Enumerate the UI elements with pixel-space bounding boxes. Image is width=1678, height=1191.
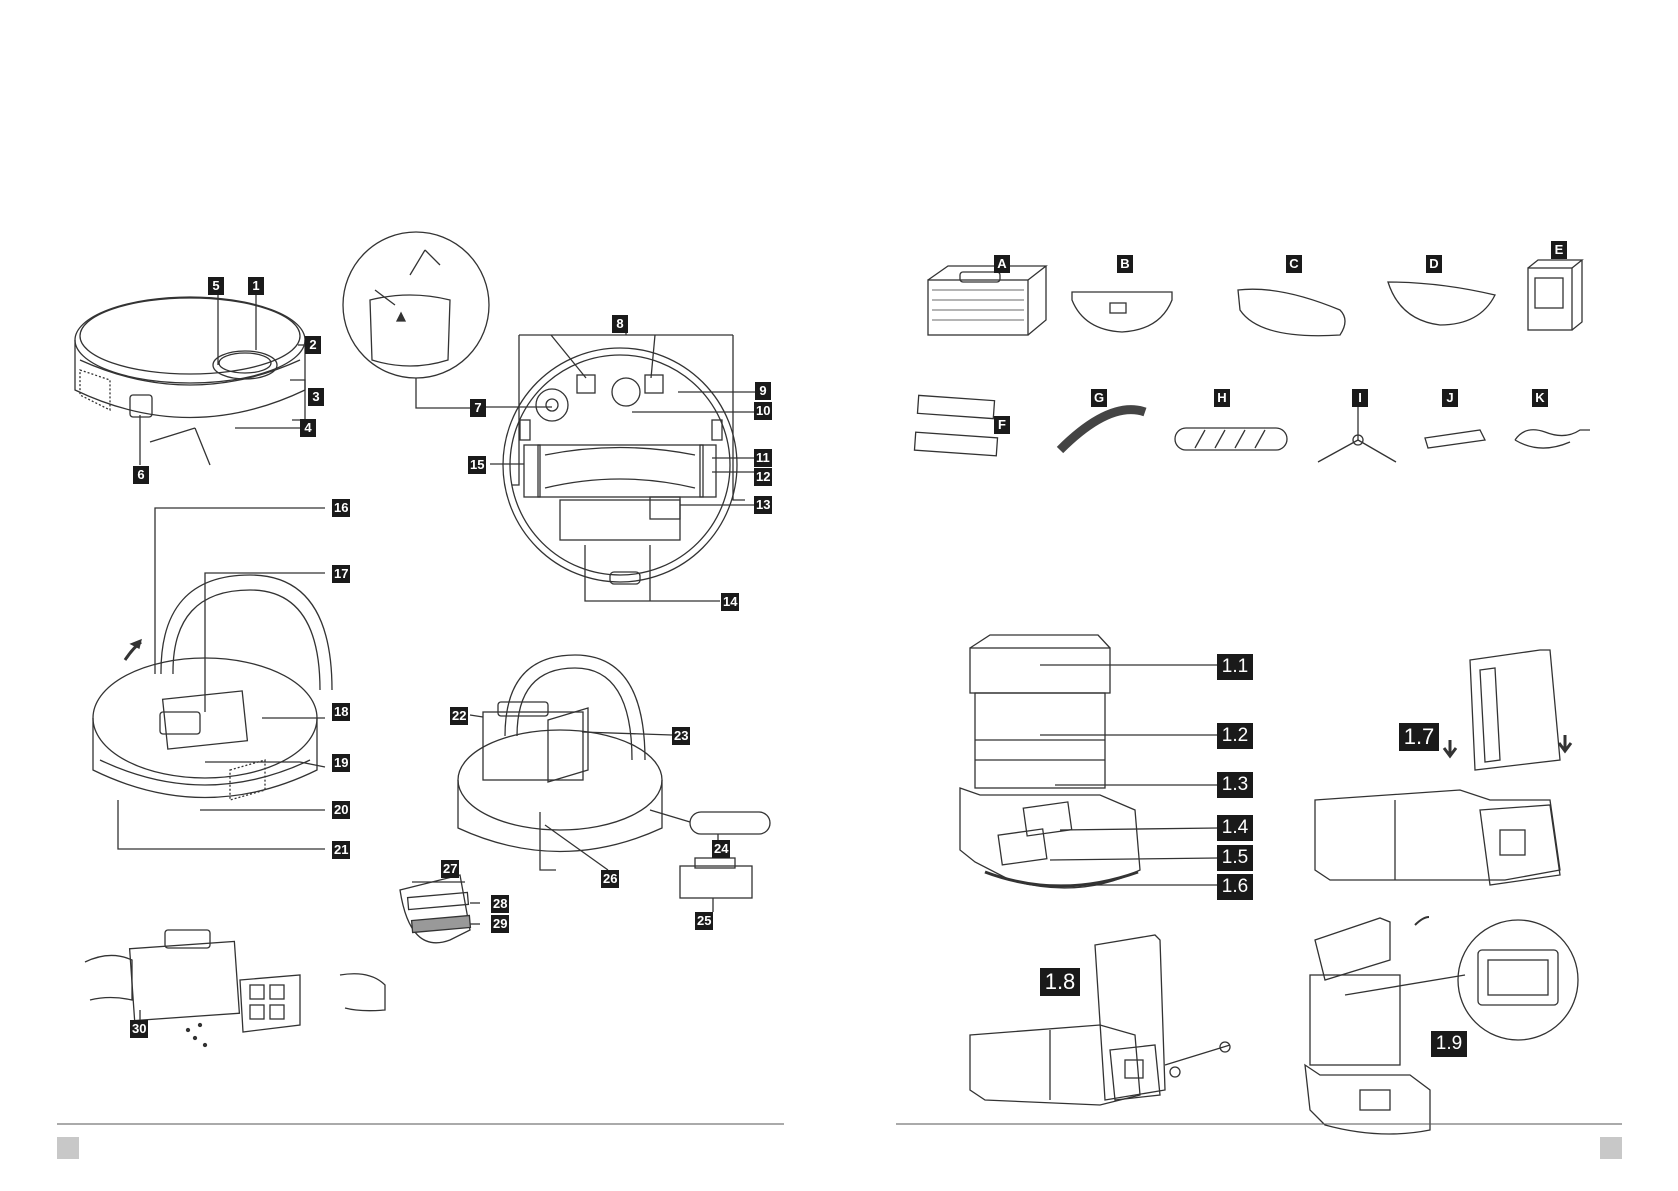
accessory-D-mop-cloth [1388, 282, 1495, 325]
label-1: 1 [248, 277, 264, 295]
page-number-box-left [57, 1137, 79, 1159]
label-1-3: 1.3 [1217, 772, 1253, 798]
label-5: 5 [208, 277, 224, 295]
label-9: 9 [755, 382, 771, 400]
accessory-F-filters [914, 395, 997, 455]
label-25: 25 [695, 912, 713, 930]
label-27: 27 [441, 860, 459, 878]
docking-station-front [960, 635, 1140, 888]
label-A: A [994, 255, 1010, 273]
label-8: 8 [612, 315, 628, 333]
label-11: 11 [754, 449, 772, 467]
label-1-7: 1.7 [1399, 723, 1439, 751]
accessory-H-roller [1175, 428, 1287, 450]
label-1-2: 1.2 [1217, 723, 1253, 749]
robot-bottom-view [503, 348, 737, 584]
label-7: 7 [470, 399, 486, 417]
accessory-B-mop-holder [1072, 292, 1172, 332]
accessory-C-mop-plate [1238, 289, 1345, 336]
label-12: 12 [754, 468, 772, 486]
label-H: H [1214, 389, 1230, 407]
accessory-K-power-cable [1515, 430, 1590, 448]
label-D: D [1426, 255, 1442, 273]
label-K: K [1532, 389, 1548, 407]
accessory-E-dust-bag [1528, 260, 1582, 330]
label-10: 10 [754, 402, 772, 420]
label-J: J [1442, 389, 1458, 407]
label-14: 14 [721, 593, 739, 611]
robot-top-view [75, 297, 305, 465]
label-F: F [994, 416, 1010, 434]
label-B: B [1117, 255, 1133, 273]
label-3: 3 [308, 388, 324, 406]
accessory-A-dustbin [928, 266, 1046, 335]
label-18: 18 [332, 703, 350, 721]
label-1-4: 1.4 [1217, 815, 1253, 841]
label-28: 28 [491, 895, 509, 913]
label-G: G [1091, 389, 1107, 407]
label-1-9: 1.9 [1431, 1031, 1467, 1057]
page-number-box-right [1600, 1137, 1622, 1159]
label-21: 21 [332, 841, 350, 859]
accessory-I-side-brush [1318, 402, 1396, 462]
label-4: 4 [300, 419, 316, 437]
label-I: I [1352, 389, 1368, 407]
label-15: 15 [468, 456, 486, 474]
label-1-6: 1.6 [1217, 874, 1253, 900]
label-20: 20 [332, 801, 350, 819]
label-29: 29 [491, 915, 509, 933]
label-24: 24 [712, 840, 730, 858]
label-1-8: 1.8 [1040, 968, 1080, 996]
robot-dustbin-removed [400, 655, 770, 943]
accessory-J-cleaning-tool [1425, 430, 1485, 448]
robot-lid-open [93, 575, 332, 800]
label-1-1: 1.1 [1217, 654, 1253, 680]
docking-station-assembly-1.8 [970, 935, 1230, 1105]
accessory-G-main-brush [1060, 410, 1145, 450]
label-19: 19 [332, 754, 350, 772]
label-22: 22 [450, 707, 468, 725]
label-17: 17 [332, 565, 350, 583]
label-6: 6 [133, 466, 149, 484]
label-1-5: 1.5 [1217, 845, 1253, 871]
label-2: 2 [305, 336, 321, 354]
label-30: 30 [130, 1020, 148, 1038]
docking-station-assembly-1.7 [1315, 650, 1571, 885]
label-E: E [1551, 241, 1567, 259]
label-C: C [1286, 255, 1302, 273]
label-26: 26 [601, 870, 619, 888]
label-16: 16 [332, 499, 350, 517]
label-23: 23 [672, 727, 690, 745]
label-13: 13 [754, 496, 772, 514]
docking-station-assembly-1.9 [1305, 917, 1578, 1134]
side-brush-zoom [343, 232, 489, 378]
